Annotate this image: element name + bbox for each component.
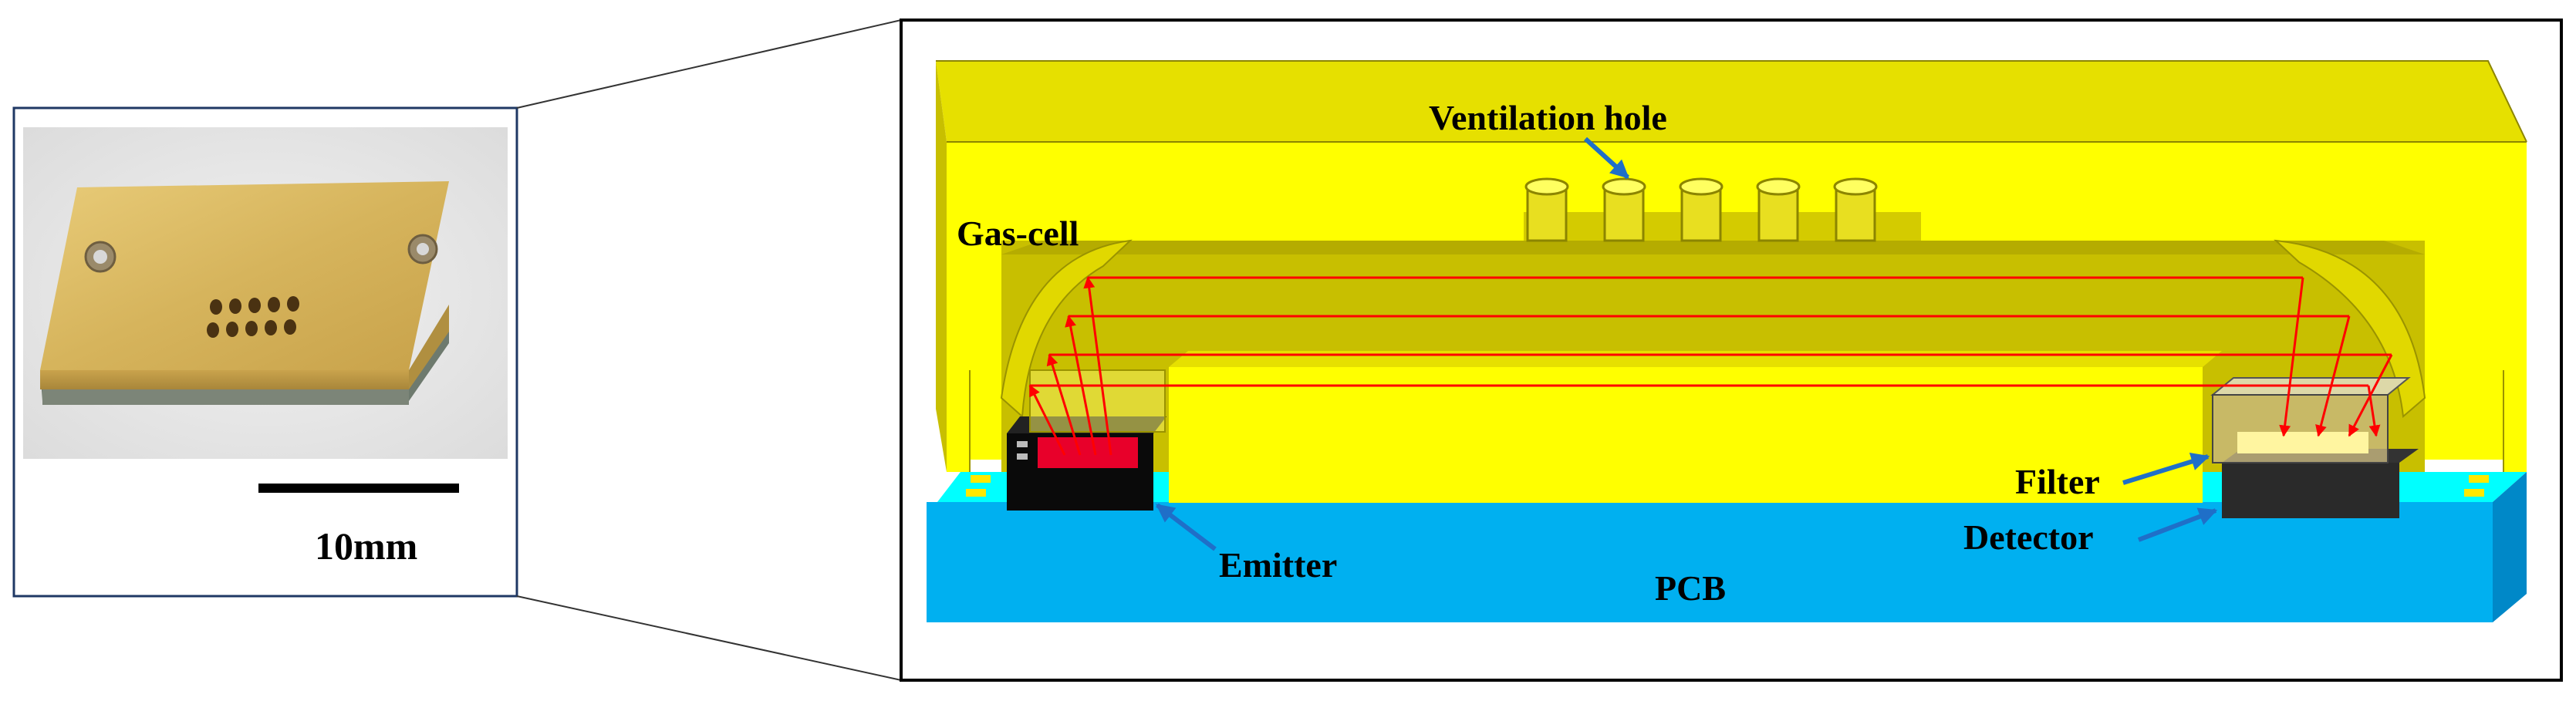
callout-arrows: [1156, 136, 2218, 551]
emitter-arrow: [1156, 503, 1217, 551]
detector-label: Detector: [1963, 517, 2094, 557]
detector-arrow: [2137, 507, 2218, 542]
ventilation-arrow: [1583, 136, 1630, 180]
filter-label: Filter: [2015, 462, 2100, 501]
detector-component: [2210, 377, 2419, 518]
pcb-label: PCB: [1655, 568, 1726, 608]
ventilation-holes: [1524, 177, 1921, 242]
filter-arrow: [2122, 452, 2210, 485]
scale-label: 10mm: [315, 524, 417, 568]
emitter-label: Emitter: [1219, 545, 1337, 585]
gas-cell-label: Gas-cell: [957, 214, 1079, 253]
photo-of-sensor: [40, 181, 449, 405]
gas-cell-housing: [936, 60, 2527, 503]
photo-panel: 10mm: [12, 106, 518, 598]
emitter-window: [1038, 437, 1138, 468]
diagram-panel: Ventilation hole Gas-cell Filter Detecto…: [900, 19, 2563, 682]
ventilation-hole-label: Ventilation hole: [1429, 98, 1667, 137]
scale-bar: [258, 484, 459, 493]
zoom-lines: [516, 19, 902, 681]
ray-paths: [1028, 276, 2393, 456]
emitter-component: [1007, 369, 1166, 511]
